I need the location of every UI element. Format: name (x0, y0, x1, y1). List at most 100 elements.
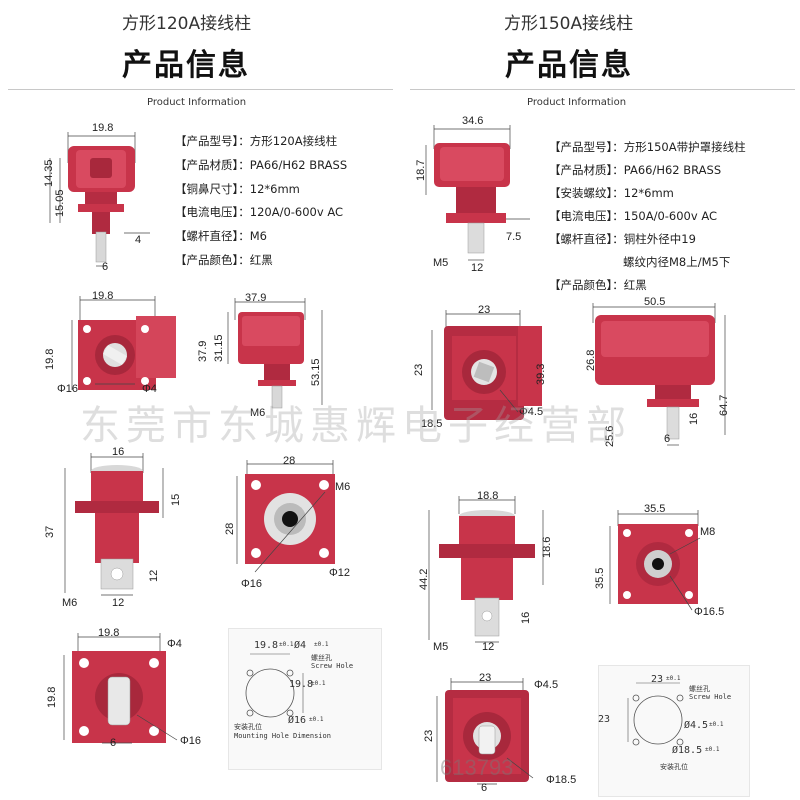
right-hole-tol-c: ±0.1 (705, 746, 720, 753)
left-terminal-cover-image (49, 132, 150, 267)
left-topview-phi12: Φ12 (329, 567, 351, 579)
right-top-7.5: 7.5 (506, 231, 522, 243)
right-bottom-width: 23 (479, 672, 492, 684)
left-top-4: 4 (135, 234, 142, 246)
left-front-12v: 12 (148, 569, 160, 582)
right-mid-39.3: 39.3 (535, 363, 547, 385)
right-top-12: 12 (471, 262, 484, 274)
right-hole-mount-cn: 安装孔位 (660, 763, 688, 771)
left-front-width: 16 (112, 446, 125, 458)
left-hole-tol-c: ±0.1 (311, 680, 326, 687)
left-hole-phi4: Ø4 (294, 640, 307, 651)
left-hole-tol-a: ±0.1 (279, 641, 294, 648)
left-front-12: 12 (112, 597, 125, 609)
right-spec-model: 【产品型号】：方形150A带护罩接线柱 (549, 140, 746, 154)
right-spec-rating: 【电流电压】：150A/0-600v AC (549, 209, 718, 223)
right-bottom-phi4.5: Φ4.5 (534, 679, 559, 691)
right-top-m5: M5 (433, 257, 449, 269)
right-hole-23-b: 23 (598, 714, 611, 725)
right-topview-m8: M8 (700, 526, 716, 538)
right-front-m5: M5 (433, 641, 449, 653)
right-hole-tol-b: ±0.1 (709, 721, 724, 728)
right-hole-screw-cn: 螺丝孔 (689, 685, 710, 693)
right-spec-thread-note: 螺纹内径M8上/M5下 (623, 255, 731, 269)
left-hole-mount-en: Mounting Hole Dimension (234, 732, 331, 740)
right-flange-view-image (431, 310, 542, 420)
left-hole-mount-cn: 安装孔位 (234, 723, 262, 731)
right-side-h2: 64.7 (718, 394, 730, 416)
left-top-view-image (236, 460, 335, 573)
left-mid-phi16: Φ16 (57, 383, 79, 395)
left-hole-19.8-a: 19.8 (254, 640, 279, 651)
left-bottom-width: 19.8 (98, 627, 120, 639)
left-side-h1: 31.15 (213, 334, 225, 362)
right-bottom-height: 23 (423, 729, 435, 742)
left-bottom-6: 6 (110, 737, 117, 749)
right-subtitle: 方形150A接线柱 (504, 14, 634, 34)
right-bottom-phi18.5: Φ18.5 (546, 774, 577, 786)
left-flange-view-image (71, 296, 176, 390)
right-topview-width: 35.5 (644, 503, 666, 515)
left-mid-phi4: Φ4 (142, 383, 157, 395)
right-topview-height: 35.5 (594, 567, 606, 589)
left-topview-phi16: Φ16 (241, 578, 263, 590)
left-side-view-image (227, 298, 323, 409)
left-title: 产品信息 (122, 48, 250, 83)
left-side-h3: 53.15 (310, 358, 322, 386)
right-hole-phi18.5: Ø18.5 (672, 745, 703, 756)
right-spec-material: 【产品材质】：PA66/H62 BRASS (549, 163, 722, 177)
right-front-width: 18.8 (477, 490, 499, 502)
left-mounting-hole-drawing (245, 653, 304, 718)
right-title: 产品信息 (505, 48, 633, 83)
left-bottom-phi16: Φ16 (180, 735, 202, 747)
left-hole-screw-en: Screw Hole (311, 662, 354, 670)
right-top-height: 18.7 (415, 159, 427, 181)
left-bottom-height: 19.8 (46, 686, 58, 708)
left-top-width: 19.8 (92, 122, 114, 134)
right-side-16: 16 (688, 412, 700, 425)
right-top-view-image (609, 510, 701, 611)
right-spec-color: 【产品颜色】：红黑 (549, 278, 647, 292)
left-top-h1: 14.35 (43, 159, 55, 187)
left-spec-model: 【产品型号】：方形120A接线柱 (175, 134, 338, 148)
left-topview-width: 28 (283, 455, 296, 467)
left-spec-rating: 【电流电压】：120A/0-600v AC (175, 205, 344, 219)
right-bottom-6: 6 (481, 782, 488, 794)
left-spec-material: 【产品材质】：PA66/H62 BRASS (175, 158, 348, 172)
right-top-width: 34.6 (462, 115, 484, 127)
watermark-shop-name: 东莞市东城惠辉电子经营部 (80, 403, 632, 449)
left-front-15: 15 (170, 493, 182, 506)
right-side-h1: 26.8 (585, 349, 597, 371)
left-top-h2: 15.05 (54, 189, 66, 217)
right-front-view-image (428, 496, 544, 643)
left-mid-height: 19.8 (44, 348, 56, 370)
left-hole-tol-b: ±0.1 (314, 641, 329, 648)
right-front-18.6: 18.6 (541, 536, 553, 558)
left-top-6: 6 (102, 261, 109, 273)
right-front-height: 44.2 (418, 568, 430, 590)
right-mid-18.5: 18.5 (421, 418, 443, 430)
left-side-width: 37.9 (245, 292, 267, 304)
right-section-label: Product Information (527, 97, 627, 108)
left-side-m6: M6 (250, 407, 266, 419)
right-mounting-hole-drawing (627, 682, 684, 746)
right-mid-phi4.5: Φ4.5 (519, 406, 544, 418)
left-hole-19.8-b: 19.8 (289, 679, 314, 690)
left-mounting-hole-sheet (228, 628, 382, 770)
right-mid-height: 23 (413, 363, 425, 376)
right-terminal-cover-image (425, 125, 530, 261)
left-topview-m6: M6 (335, 481, 351, 493)
right-side-6: 6 (664, 433, 671, 445)
right-mid-width: 23 (478, 304, 491, 316)
left-spec-stud: 【螺杆直径】：M6 (175, 229, 267, 243)
right-hole-tol-a: ±0.1 (666, 675, 681, 682)
left-side-h2: 37.9 (197, 340, 209, 362)
left-subtitle: 方形120A接线柱 (122, 14, 252, 34)
right-hole-screw-en: Screw Hole (689, 693, 732, 701)
left-spec-color: 【产品颜色】：红黑 (175, 253, 273, 267)
left-hole-screw-cn: 螺丝孔 (311, 654, 332, 662)
right-bottom-view-image (436, 678, 534, 785)
right-side-view-image (592, 303, 726, 446)
left-front-m6: M6 (62, 597, 78, 609)
right-front-12: 12 (482, 641, 495, 653)
